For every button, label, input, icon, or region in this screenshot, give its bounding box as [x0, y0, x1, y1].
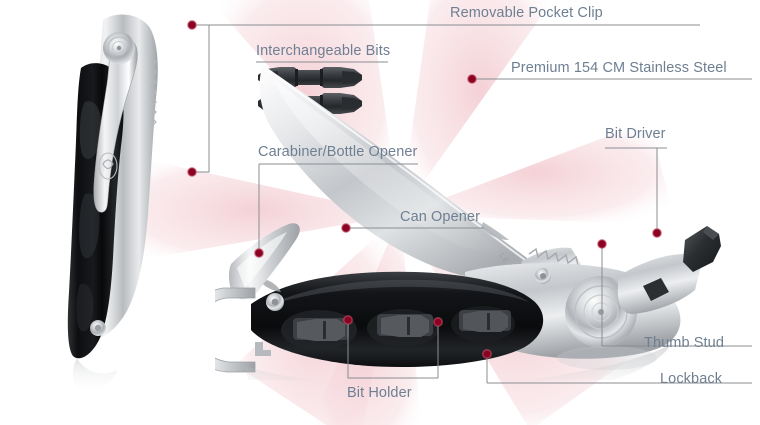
callout-label-bit-holder: Bit Holder — [347, 385, 412, 401]
callout-label-thumb-stud: Thumb Stud — [644, 335, 724, 351]
dot-bit-driver — [651, 228, 662, 239]
callout-label-premium-steel: Premium 154 CM Stainless Steel — [511, 60, 727, 76]
open-knife-image: LEATHERMAN — [215, 65, 721, 380]
dot-pocket-clip-bottom — [187, 167, 198, 178]
callout-label-carabiner-bottle-opener: Carabiner/Bottle Opener — [258, 144, 418, 160]
seated-bit-middle — [377, 314, 433, 337]
callout-label-lockback: Lockback — [660, 371, 723, 387]
callout-label-interchangeable-bits: Interchangeable Bits — [256, 43, 391, 59]
dot-premium-steel — [466, 74, 477, 85]
seated-bit-right — [459, 310, 511, 332]
dot-pocket-clip-top — [187, 19, 198, 30]
callout-label-bit-driver: Bit Driver — [605, 126, 666, 142]
dot-bit-holder-right — [432, 316, 443, 327]
dot-bit-holder-left — [342, 314, 353, 325]
dot-can-opener — [340, 223, 351, 234]
dot-thumb-stud — [596, 239, 607, 250]
seated-bit-left — [293, 318, 349, 341]
callout-label-can-opener: Can Opener — [400, 209, 480, 225]
closed-knife-image — [67, 14, 158, 394]
dot-lockback — [481, 348, 492, 359]
dot-carabiner — [254, 248, 265, 259]
callout-label-removable-pocket-clip: Removable Pocket Clip — [450, 5, 603, 21]
